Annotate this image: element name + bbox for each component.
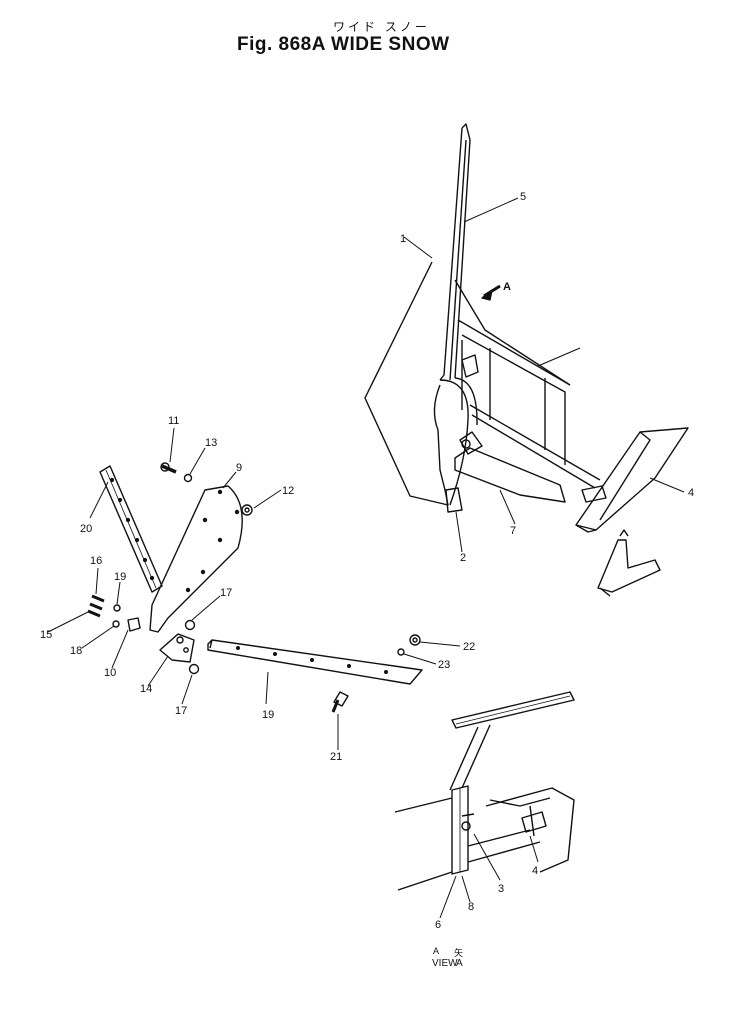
hardware-parts xyxy=(87,462,421,713)
view-caption-word: VIEW xyxy=(432,958,458,969)
skid-shoe xyxy=(597,529,661,597)
cutting-strip-part-20 xyxy=(99,465,163,593)
callout-7: 7 xyxy=(510,525,516,537)
callout-13: 13 xyxy=(205,437,217,449)
cutting-edge-part-19 xyxy=(207,639,423,685)
callout-12: 12 xyxy=(282,485,294,497)
view-caption-letter: A xyxy=(456,958,463,969)
callout-9: 9 xyxy=(236,462,242,474)
callout-17-upper: 17 xyxy=(220,587,232,599)
callout-2: 2 xyxy=(460,552,466,564)
title-kana: ワイド スノー xyxy=(333,20,430,34)
callout-15: 15 xyxy=(40,629,52,641)
callout-22: 22 xyxy=(463,641,475,653)
callout-3: 3 xyxy=(498,883,504,895)
callout-5: 5 xyxy=(520,191,526,203)
callout-4: 4 xyxy=(688,487,694,499)
callout-14: 14 xyxy=(140,683,152,695)
callout-19-small: 19 xyxy=(114,571,126,583)
callout-23: 23 xyxy=(438,659,450,671)
callout-21: 21 xyxy=(330,751,342,763)
blade-assembly xyxy=(364,123,601,513)
callout-10: 10 xyxy=(104,667,116,679)
view-a-arrow xyxy=(481,284,501,301)
view-arrow-label: A xyxy=(503,281,511,293)
leader-lines xyxy=(47,197,685,750)
callout-19: 19 xyxy=(262,709,274,721)
callout-4-view: 4 xyxy=(532,865,538,877)
wing-plate-part-9 xyxy=(149,485,243,633)
callout-11: 11 xyxy=(168,415,179,427)
view-a-detail xyxy=(394,691,575,919)
callout-20: 20 xyxy=(80,523,92,535)
view-caption-small-a: A xyxy=(433,946,440,956)
callout-labels: 1 5 A 4 7 2 11 13 9 12 20 16 19 15 18 10… xyxy=(40,191,694,931)
callout-1: 1 xyxy=(400,233,406,245)
view-caption-kanji: 矢 xyxy=(454,949,464,959)
callout-6: 6 xyxy=(435,919,441,931)
figure-title: Fig. 868A WIDE SNOW xyxy=(237,34,450,55)
callout-8: 8 xyxy=(468,901,474,913)
callout-16: 16 xyxy=(90,555,102,567)
side-runner-part-4 xyxy=(575,427,689,533)
callout-17-lower: 17 xyxy=(175,705,187,717)
callout-18: 18 xyxy=(70,645,82,657)
